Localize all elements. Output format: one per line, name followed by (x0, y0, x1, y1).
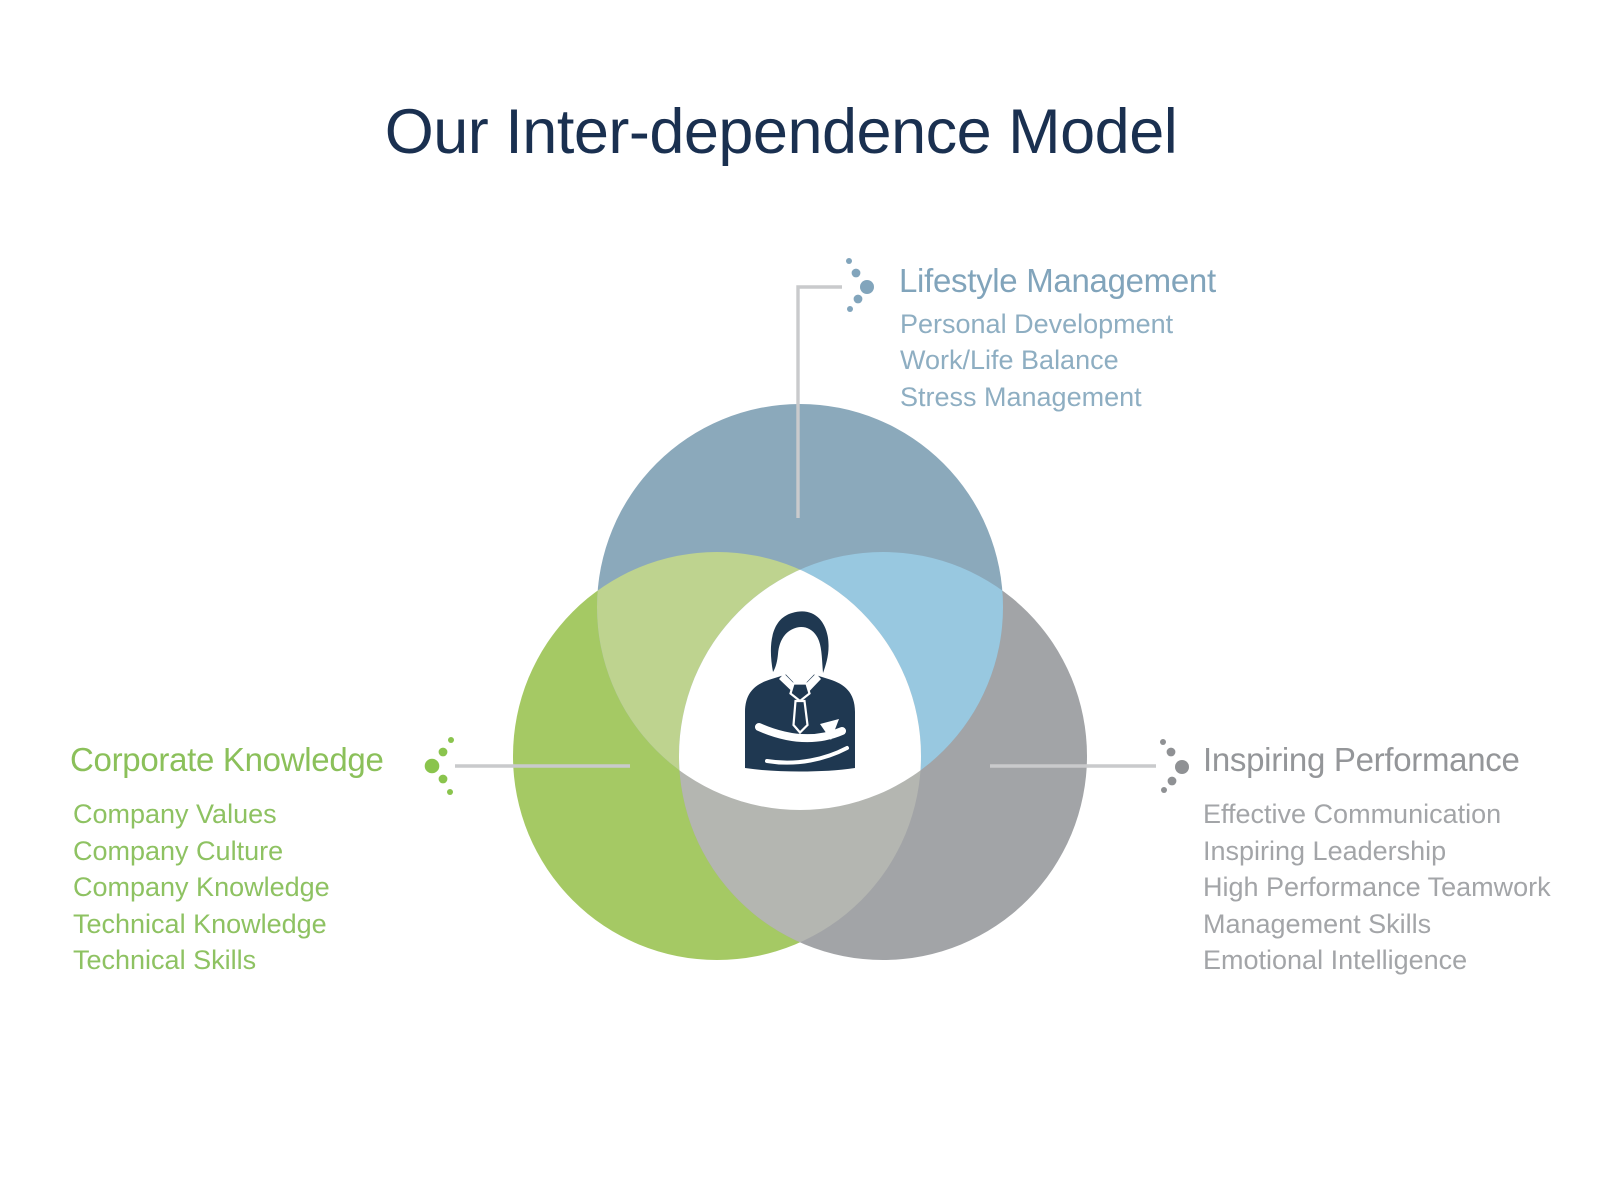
inspiring-items: Effective Communication Inspiring Leader… (1203, 796, 1551, 979)
lifestyle-items: Personal Development Work/Life Balance S… (900, 306, 1173, 415)
lifestyle-label: Lifestyle Management (899, 262, 1216, 299)
lifestyle-item: Stress Management (900, 381, 1142, 412)
lifestyle-item: Personal Development (900, 309, 1174, 339)
corporate-item: Technical Skills (73, 945, 257, 975)
center-intersection (679, 552, 921, 810)
lifestyle-item: Work/Life Balance (900, 345, 1119, 376)
inspiring-item: Inspiring Leadership (1203, 835, 1447, 866)
inspiring-item: High Performance Teamwork (1203, 872, 1551, 902)
lifestyle-section: Lifestyle Management Personal Developmen… (899, 262, 1216, 412)
inspiring-item: Management Skills (1203, 908, 1432, 939)
inspiring-label: Inspiring Performance (1203, 741, 1520, 778)
inspiring-dots-icon (1160, 739, 1189, 793)
corporate-label: Corporate Knowledge (70, 741, 384, 778)
corporate-item: Company Culture (73, 835, 284, 866)
lifestyle-connector-line (796, 285, 842, 518)
inspiring-item: Emotional Intelligence (1203, 945, 1468, 975)
corporate-item: Company Knowledge (73, 872, 330, 902)
page-title: Our Inter-dependence Model (384, 97, 1178, 167)
corporate-dots-icon (424, 737, 454, 795)
corporate-section: Corporate Knowledge Company Values Compa… (70, 741, 384, 975)
inspiring-item: Effective Communication (1203, 799, 1502, 829)
corporate-items: Company Values Company Culture Company K… (73, 796, 330, 979)
corporate-item: Technical Knowledge (73, 908, 327, 939)
corporate-item: Company Values (73, 799, 277, 829)
inspiring-section: Inspiring Performance Effective Communic… (1203, 741, 1551, 975)
lifestyle-dots-icon (846, 258, 874, 312)
businessman-icon (745, 611, 855, 772)
